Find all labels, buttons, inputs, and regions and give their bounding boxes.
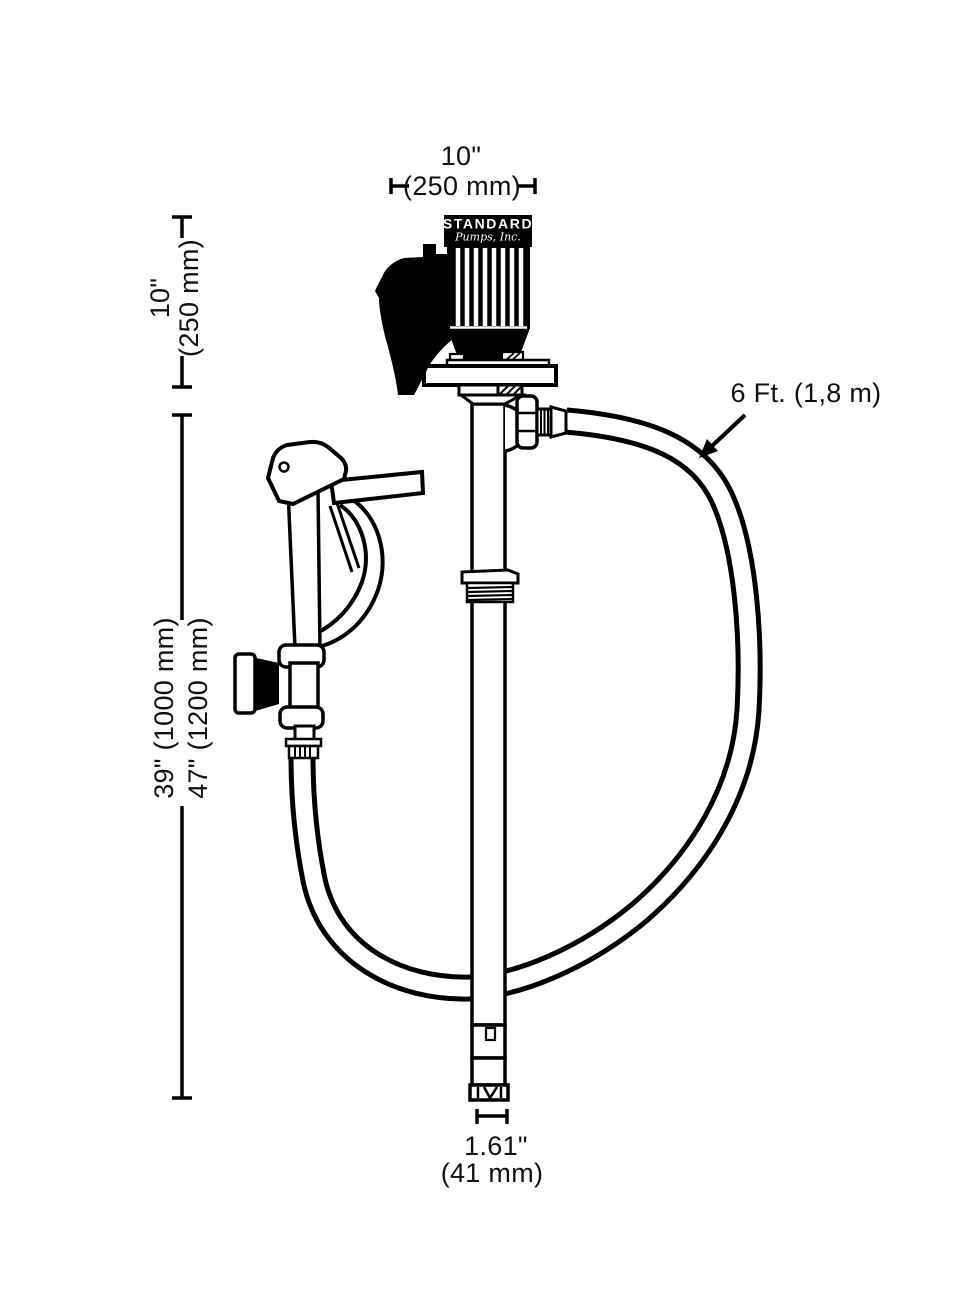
bung-adapter (460, 568, 520, 604)
dimension-tube-length (172, 413, 192, 1100)
nozzle-spout (328, 469, 426, 506)
dim-tube-length-39: 39" (1000 mm) (149, 617, 179, 799)
motor-label-plate (444, 215, 532, 247)
discharge-fitting (504, 394, 568, 453)
motor-brand-name: STANDARD (442, 215, 534, 232)
dim-top-width-metric: (250 mm) (403, 171, 521, 201)
suction-tube (460, 402, 520, 1102)
motor-brand-label: STANDARD Pumps, Inc. (442, 215, 534, 244)
dimension-motor-height (172, 215, 192, 389)
dim-tube-diameter-inches: 1.61" (464, 1131, 528, 1161)
foot-strainer (468, 1023, 510, 1102)
dim-motor-height-inches: 10" (145, 277, 175, 319)
dim-tube-length: 39" (1000 mm) 47" (1200 mm) (147, 617, 215, 799)
nozzle-handle (286, 488, 322, 650)
pump-motor (375, 215, 532, 395)
dimension-tube-diameter (475, 1109, 509, 1124)
dimension-top-width (389, 178, 537, 194)
dim-top-width-inches: 10" (440, 141, 482, 171)
dim-tube-diameter-metric: (41 mm) (440, 1158, 544, 1188)
dim-motor-height-metric: (250 mm) (174, 239, 204, 357)
dim-tube-length-47: 47" (1200 mm) (183, 617, 213, 799)
hose-arrow (699, 413, 747, 458)
nozzle-knob (252, 657, 279, 712)
dim-motor-height: 10" (250 mm) (145, 239, 204, 357)
nozzle-trigger-lever (265, 439, 349, 507)
hose (288, 407, 763, 1002)
flange-plate (422, 328, 558, 406)
motor-fins (447, 245, 530, 329)
motor-handle (375, 244, 461, 395)
hose-length-label: 6 Ft. (1,8 m) (730, 378, 882, 408)
trigger-nozzle (233, 439, 426, 760)
motor-brand-sub: Pumps, Inc. (455, 230, 521, 244)
